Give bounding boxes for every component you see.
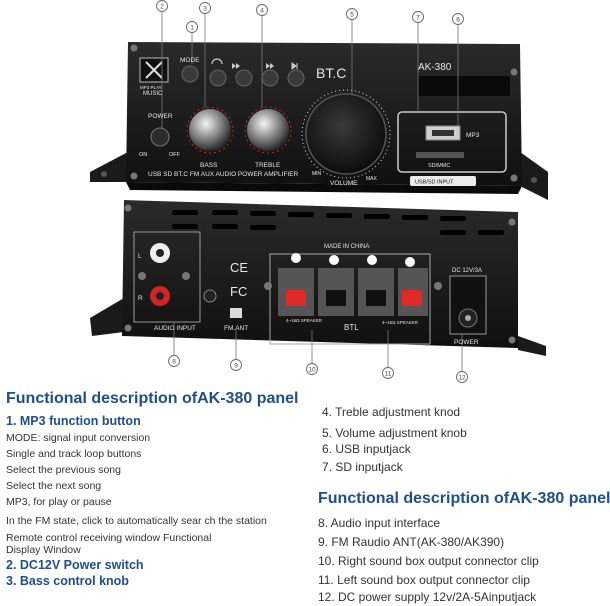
usb-sd-input-badge: USB/SD INPUT <box>410 176 476 186</box>
right-item-5: 5. Volume adjustment knob <box>322 426 467 440</box>
treble-label: TREBLE <box>255 162 281 169</box>
bass-label: BASS <box>200 162 218 169</box>
front-panel <box>90 42 548 200</box>
right-heading: Functional description ofAK-380 panel <box>318 490 610 507</box>
mode-label: MODE <box>180 57 200 64</box>
front-strip-label: USB SD BT.C FM AUX AUDIO POWER AMPLIFIER <box>148 171 299 178</box>
speaker-left-label: 4~16Ω SPEAKER <box>286 318 323 323</box>
music-label: MUSIC <box>143 91 163 97</box>
item1-line-4: Select the next song <box>6 480 102 492</box>
mp3-label: MP3 <box>466 132 480 139</box>
callout-5: 5 <box>350 12 354 19</box>
usb-sd-input-label: USB/SD INPUT <box>415 180 454 186</box>
speaker-right-label: 4~16Ω SPEAKER <box>382 320 419 325</box>
item1-line-5: MP3, for play or pause <box>6 496 112 508</box>
item2-title: 2. DC12V Power switch <box>6 558 144 572</box>
callout-8: 8 <box>172 359 176 366</box>
callout-leaders <box>161 12 463 372</box>
right-item-7: 7. SD inputjack <box>322 460 403 474</box>
back-power-label: POWER <box>454 339 479 346</box>
right-item-8: 8. Audio input interface <box>318 516 441 530</box>
item1-line-8: Display Window <box>6 544 81 556</box>
right-item-9: 9. FM Raudio ANT(AK-380/AK390) <box>318 535 505 549</box>
on-label: ON <box>139 152 147 158</box>
item1-line-7: Remote control receiving window Function… <box>6 532 212 544</box>
callout-10: 10 <box>308 367 316 374</box>
right-item-10: 10. Right sound box output connector cli… <box>318 554 539 568</box>
callout-11: 11 <box>385 371 392 378</box>
mp3-logo: MP3 PLAY <box>140 85 162 90</box>
brand-label: BT.C <box>316 65 346 81</box>
off-label: OFF <box>169 152 181 158</box>
power-label: POWER <box>148 113 173 120</box>
ce-mark: CE <box>230 260 248 275</box>
back-panel <box>90 200 546 356</box>
item3-title: 3. Bass control knob <box>6 574 129 588</box>
callout-2: 2 <box>160 4 164 11</box>
min-label: MIN <box>312 171 322 177</box>
callout-4: 4 <box>260 8 264 15</box>
max-label: MAX <box>366 176 378 182</box>
fc-mark: FC <box>230 284 247 299</box>
volume-label: VOLUME <box>330 180 358 187</box>
l-label: L <box>138 253 142 260</box>
right-item-4: 4. Treble adjustment knod <box>322 405 461 419</box>
right-item-6: 6. USB inputjack <box>322 442 411 456</box>
right-item-12: 12. DC power supply 12v/2A-5Ainputjack <box>318 590 537 604</box>
callout-12: 12 <box>458 375 466 382</box>
callout-6: 6 <box>456 17 460 24</box>
left-heading: Functional description ofAK-380 panel <box>6 390 299 407</box>
item1-line-2: Single and track loop buttons <box>6 448 142 460</box>
callout-9: 9 <box>234 363 238 370</box>
sd-mmc-label: SD/MMC <box>428 163 450 169</box>
made-in-china-label: MADE IN CHINA <box>324 244 369 250</box>
callout-3: 3 <box>203 6 207 13</box>
dc-label: DC 12V/3A <box>452 268 482 274</box>
amplifier-illustration: 2 1 3 4 5 7 6 8 9 10 11 12 MODE MP3 PLAY… <box>90 0 548 383</box>
r-label: R <box>138 295 143 302</box>
item1-title: 1. MP3 function button <box>6 414 141 428</box>
right-item-11: 11. Left sound box output connector clip <box>318 573 530 587</box>
item1-line-1: MODE: signal input conversion <box>6 432 151 444</box>
fm-ant-label: FM.ANT <box>224 325 248 332</box>
callout-7: 7 <box>416 15 420 22</box>
item1-line-6: In the FM state, click to automatically … <box>6 515 267 527</box>
btl-label: BTL <box>344 323 359 332</box>
audio-input-label: AUDIO INPUT <box>154 325 196 332</box>
callout-1: 1 <box>190 25 194 32</box>
item1-line-3: Select the previous song <box>6 464 121 476</box>
model-label: AK-380 <box>418 62 452 73</box>
